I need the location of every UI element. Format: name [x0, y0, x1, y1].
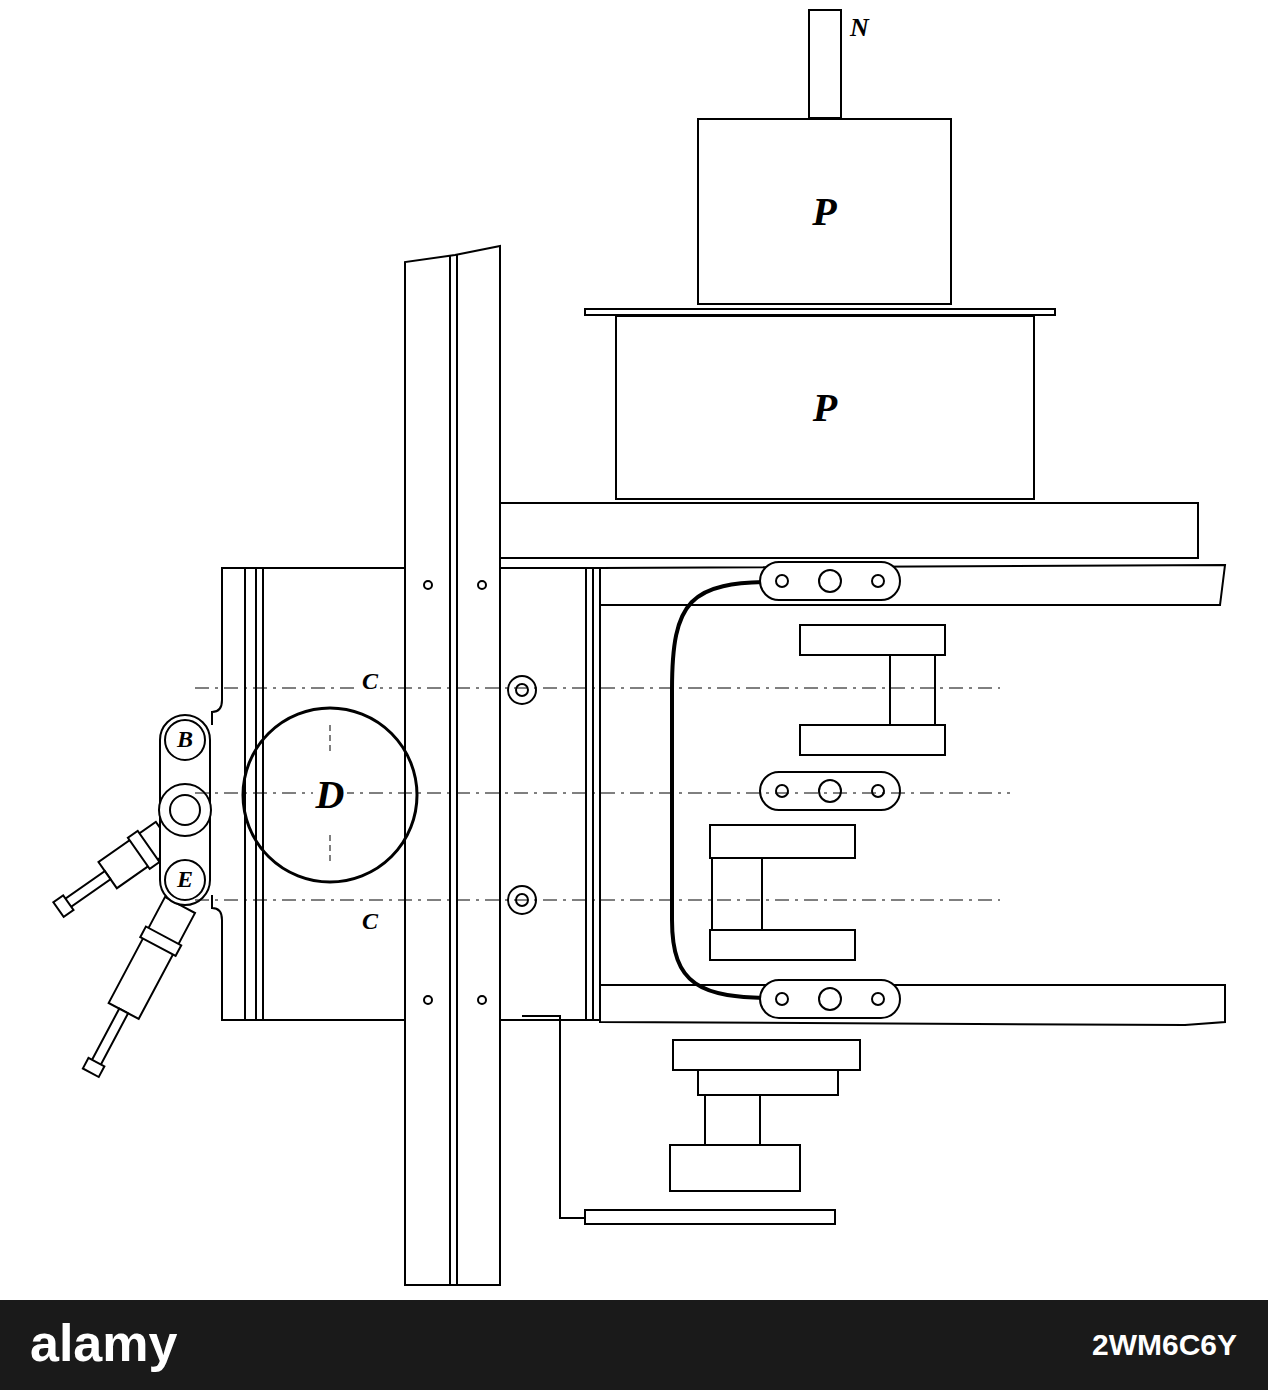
- crank-part: [673, 1040, 860, 1070]
- bolt: [872, 785, 884, 797]
- part-letter: E: [175, 866, 195, 892]
- flange-line: [585, 568, 587, 1020]
- bolt: [872, 993, 884, 1005]
- bracket: [522, 1016, 585, 1218]
- rod: [809, 10, 841, 118]
- bolt: [508, 676, 536, 704]
- crank-web: [710, 825, 855, 858]
- rod: [109, 897, 195, 1019]
- rivet: [424, 581, 432, 589]
- rivet: [424, 996, 432, 1004]
- part-letter: C: [360, 668, 380, 694]
- rod: [64, 871, 111, 908]
- weight-box: P: [615, 315, 1035, 500]
- part-letter: P: [810, 386, 840, 430]
- rivet: [478, 996, 486, 1004]
- crank-pin: [712, 858, 762, 930]
- centerline: [195, 688, 1010, 900]
- pivot: [159, 784, 211, 836]
- centerline: [330, 835, 331, 865]
- bolt: [516, 684, 528, 696]
- bolt: [776, 785, 788, 797]
- arm: [600, 985, 1225, 1025]
- flange-line: [592, 568, 594, 1020]
- centerline: [195, 900, 1000, 901]
- bearing: [760, 772, 900, 810]
- rail-edge: [449, 256, 451, 1285]
- watermark: alamy: [28, 1315, 179, 1372]
- dial-circle: D: [240, 705, 420, 885]
- bolt: [819, 988, 841, 1010]
- rod: [73, 896, 198, 1083]
- part-letter: B: [175, 726, 195, 752]
- watermark: 2WM6C6Y: [1090, 1328, 1239, 1361]
- circle-outline: [243, 708, 417, 882]
- rod: [128, 831, 160, 869]
- drawing-part: [48, 10, 1225, 1285]
- pivot: [170, 795, 200, 825]
- link: [160, 715, 210, 905]
- rod: [48, 819, 176, 925]
- rivet: [478, 581, 486, 589]
- part-letter: P: [809, 190, 839, 234]
- centerline: [195, 688, 1000, 689]
- end-cap: [212, 568, 245, 1020]
- weight-box: P: [697, 118, 952, 305]
- crank-web: [710, 930, 855, 960]
- part-letter: D: [313, 773, 348, 817]
- bolt: [819, 780, 841, 802]
- flange-line: [255, 568, 257, 1020]
- base-plate: [585, 1210, 835, 1224]
- crank-part: [705, 1095, 760, 1145]
- crank-part: [698, 1070, 838, 1095]
- rod: [140, 927, 181, 956]
- pivot: [165, 720, 205, 760]
- bearing: [760, 980, 900, 1018]
- bolt: [776, 575, 788, 587]
- part-letter: N: [848, 14, 871, 43]
- crank-web: [800, 625, 945, 655]
- rod: [53, 895, 73, 917]
- pivot: [165, 860, 205, 900]
- bolt: [776, 993, 788, 1005]
- rod: [83, 1058, 105, 1077]
- bearing: [760, 562, 900, 600]
- rail-edge: [456, 255, 458, 1285]
- rail: [405, 246, 500, 1285]
- pulley: [670, 1145, 800, 1191]
- watermark-bar: [0, 1300, 1268, 1390]
- plate: [478, 503, 1198, 558]
- part-letter: C: [360, 908, 380, 934]
- bolt: [819, 570, 841, 592]
- flange-line: [262, 568, 264, 1020]
- crank-web: [800, 725, 945, 755]
- crank-pin: [890, 655, 935, 725]
- rod: [91, 1009, 128, 1067]
- bolt: [872, 575, 884, 587]
- centerline: [330, 725, 331, 755]
